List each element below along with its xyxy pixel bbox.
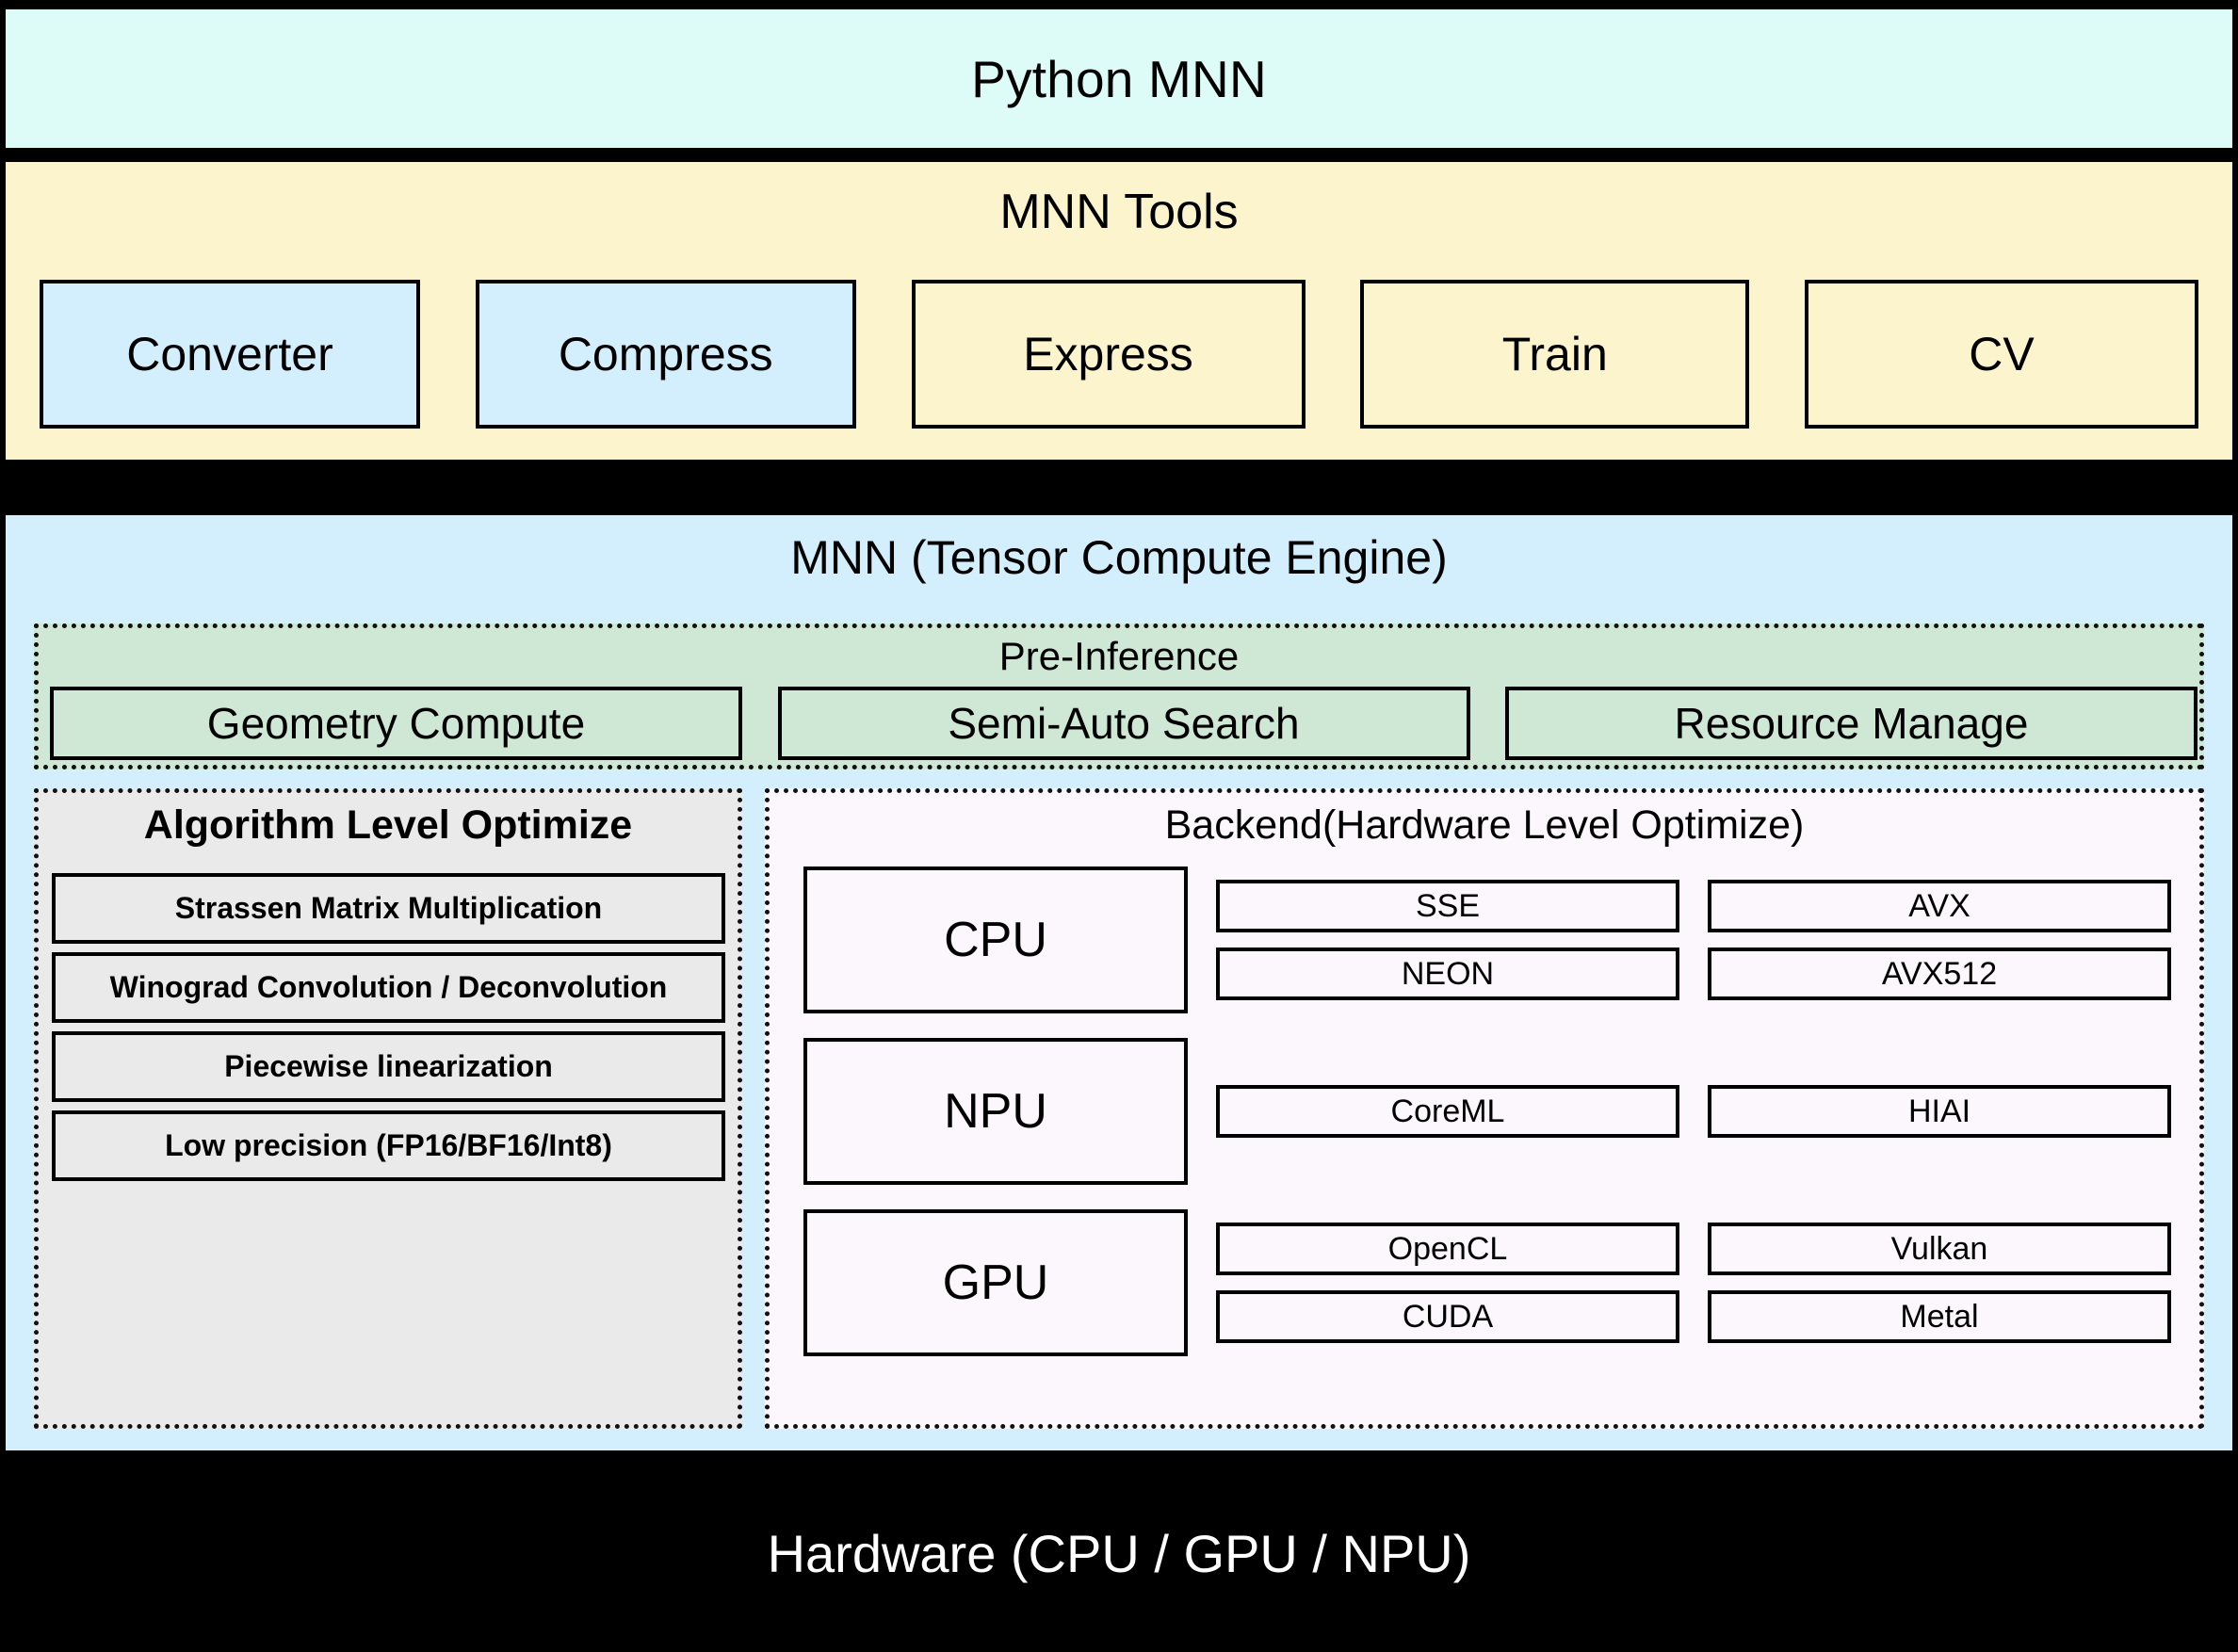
backend-impl-sse[interactable]: SSE bbox=[1216, 880, 1679, 932]
mnn-tools-row: Converter Compress Express Train CV bbox=[40, 280, 2198, 429]
backend-impl-label-sse: SSE bbox=[1415, 887, 1481, 924]
backend-impl-label-hiai: HIAI bbox=[1907, 1093, 1971, 1129]
pre-inference-title: Pre-Inference bbox=[998, 634, 1240, 678]
backend-impl-columns-npu: CoreML HIAI bbox=[1216, 1038, 2171, 1185]
backend-impl-vulkan[interactable]: Vulkan bbox=[1708, 1223, 2171, 1275]
backend-impl-avx[interactable]: AVX bbox=[1708, 880, 2171, 932]
mnn-engine-title: MNN (Tensor Compute Engine) bbox=[790, 531, 1448, 584]
backend-impl-column-gpu-right: Vulkan Metal bbox=[1708, 1209, 2171, 1356]
backend-impl-neon[interactable]: NEON bbox=[1216, 947, 1679, 1000]
backend-impl-hiai[interactable]: HIAI bbox=[1708, 1085, 2171, 1138]
algorithm-label-winograd: Winograd Convolution / Deconvolution bbox=[109, 970, 668, 1004]
backend-device-label-gpu: GPU bbox=[942, 1255, 1049, 1310]
backend-impl-columns-cpu: SSE NEON AVX A bbox=[1216, 866, 2171, 1013]
backend-impl-column-cpu-left: SSE NEON bbox=[1216, 866, 1679, 1013]
algorithm-level-optimize-group: Algorithm Level Optimize Strassen Matrix… bbox=[34, 788, 742, 1429]
backend-impl-label-metal: Metal bbox=[1900, 1298, 1979, 1335]
backend-impl-column-cpu-right: AVX AVX512 bbox=[1708, 866, 2171, 1013]
algorithm-label-piecewise-linearization: Piecewise linearization bbox=[224, 1049, 553, 1083]
backend-impl-column-npu-left: CoreML bbox=[1216, 1038, 1679, 1185]
algorithm-level-optimize-title: Algorithm Level Optimize bbox=[143, 802, 633, 848]
tool-box-express[interactable]: Express bbox=[911, 280, 1306, 429]
backend-row-cpu: CPU SSE NEON bbox=[803, 866, 2171, 1013]
backend-impl-column-gpu-left: OpenCL CUDA bbox=[1216, 1209, 1679, 1356]
pre-inference-group: Pre-Inference Geometry Compute Semi-Auto… bbox=[34, 624, 2204, 769]
tool-label-train: Train bbox=[1501, 328, 1608, 381]
tool-label-compress: Compress bbox=[558, 328, 773, 381]
backend-row-npu: NPU CoreML HIAI bbox=[803, 1038, 2171, 1185]
algorithm-item-strassen[interactable]: Strassen Matrix Multiplication bbox=[52, 873, 725, 944]
backend-impl-label-vulkan: Vulkan bbox=[1890, 1230, 1988, 1267]
algorithm-item-list: Strassen Matrix Multiplication Winograd … bbox=[52, 873, 725, 1181]
pre-inference-row: Geometry Compute Semi-Auto Search Resour… bbox=[50, 687, 2197, 760]
backend-impl-metal[interactable]: Metal bbox=[1708, 1290, 2171, 1343]
pre-inference-label-semi-auto-search: Semi-Auto Search bbox=[948, 699, 1300, 748]
backend-impl-label-cuda: CUDA bbox=[1402, 1298, 1494, 1335]
algorithm-item-piecewise-linearization[interactable]: Piecewise linearization bbox=[52, 1031, 725, 1102]
backend-impl-opencl[interactable]: OpenCL bbox=[1216, 1223, 1679, 1275]
backend-row-gpu: GPU OpenCL CUDA bbox=[803, 1209, 2171, 1356]
backend-device-label-npu: NPU bbox=[944, 1084, 1047, 1139]
engine-lower-section: Algorithm Level Optimize Strassen Matrix… bbox=[34, 788, 2204, 1429]
backend-group: Backend(Hardware Level Optimize) CPU SSE bbox=[765, 788, 2204, 1429]
algorithm-item-low-precision[interactable]: Low precision (FP16/BF16/Int8) bbox=[52, 1110, 725, 1181]
hardware-title: Hardware (CPU / GPU / NPU) bbox=[767, 1524, 1471, 1583]
pre-inference-label-resource-manage: Resource Manage bbox=[1674, 699, 2029, 748]
tool-label-converter: Converter bbox=[126, 328, 333, 381]
backend-impl-label-neon: NEON bbox=[1401, 955, 1495, 992]
mnn-tools-layer: MNN Tools Converter Compress Express Tra… bbox=[6, 162, 2232, 460]
mnn-engine-layer: MNN (Tensor Compute Engine) Pre-Inferenc… bbox=[6, 515, 2232, 1450]
backend-title: Backend(Hardware Level Optimize) bbox=[1164, 802, 1805, 848]
backend-impl-label-avx512: AVX512 bbox=[1881, 955, 1998, 992]
backend-device-cpu[interactable]: CPU bbox=[803, 866, 1188, 1013]
mnn-tools-title: MNN Tools bbox=[999, 185, 1239, 239]
backend-impl-avx512[interactable]: AVX512 bbox=[1708, 947, 2171, 1000]
backend-impl-label-avx: AVX bbox=[1908, 887, 1970, 924]
backend-device-gpu[interactable]: GPU bbox=[803, 1209, 1188, 1356]
tool-box-train[interactable]: Train bbox=[1360, 280, 1750, 429]
tool-label-express: Express bbox=[1023, 328, 1193, 381]
algorithm-label-low-precision: Low precision (FP16/BF16/Int8) bbox=[165, 1128, 612, 1162]
python-mnn-title: Python MNN bbox=[971, 49, 1267, 108]
algorithm-label-strassen: Strassen Matrix Multiplication bbox=[174, 891, 603, 925]
tool-box-cv[interactable]: CV bbox=[1805, 280, 2198, 429]
tool-label-cv: CV bbox=[1969, 328, 2035, 381]
tool-box-compress[interactable]: Compress bbox=[475, 280, 856, 429]
pre-inference-item-semi-auto-search[interactable]: Semi-Auto Search bbox=[777, 687, 1470, 760]
pre-inference-item-resource-manage[interactable]: Resource Manage bbox=[1505, 687, 2197, 760]
algorithm-item-winograd[interactable]: Winograd Convolution / Deconvolution bbox=[52, 952, 725, 1023]
backend-device-npu[interactable]: NPU bbox=[803, 1038, 1188, 1185]
pre-inference-label-geometry-compute: Geometry Compute bbox=[206, 699, 586, 748]
pre-inference-item-geometry-compute[interactable]: Geometry Compute bbox=[50, 687, 742, 760]
tool-box-converter[interactable]: Converter bbox=[40, 280, 420, 429]
backend-impl-cuda[interactable]: CUDA bbox=[1216, 1290, 1679, 1343]
python-mnn-layer: Python MNN bbox=[6, 9, 2232, 148]
backend-impl-label-coreml: CoreML bbox=[1390, 1093, 1505, 1129]
backend-device-grid: CPU SSE NEON bbox=[803, 866, 2171, 1356]
backend-impl-label-opencl: OpenCL bbox=[1387, 1230, 1508, 1267]
hardware-layer: Hardware (CPU / GPU / NPU) bbox=[0, 1455, 2238, 1652]
backend-device-label-cpu: CPU bbox=[944, 913, 1047, 967]
backend-impl-columns-gpu: OpenCL CUDA Vulkan bbox=[1216, 1209, 2171, 1356]
backend-impl-coreml[interactable]: CoreML bbox=[1216, 1085, 1679, 1138]
backend-impl-column-npu-right: HIAI bbox=[1708, 1038, 2171, 1185]
